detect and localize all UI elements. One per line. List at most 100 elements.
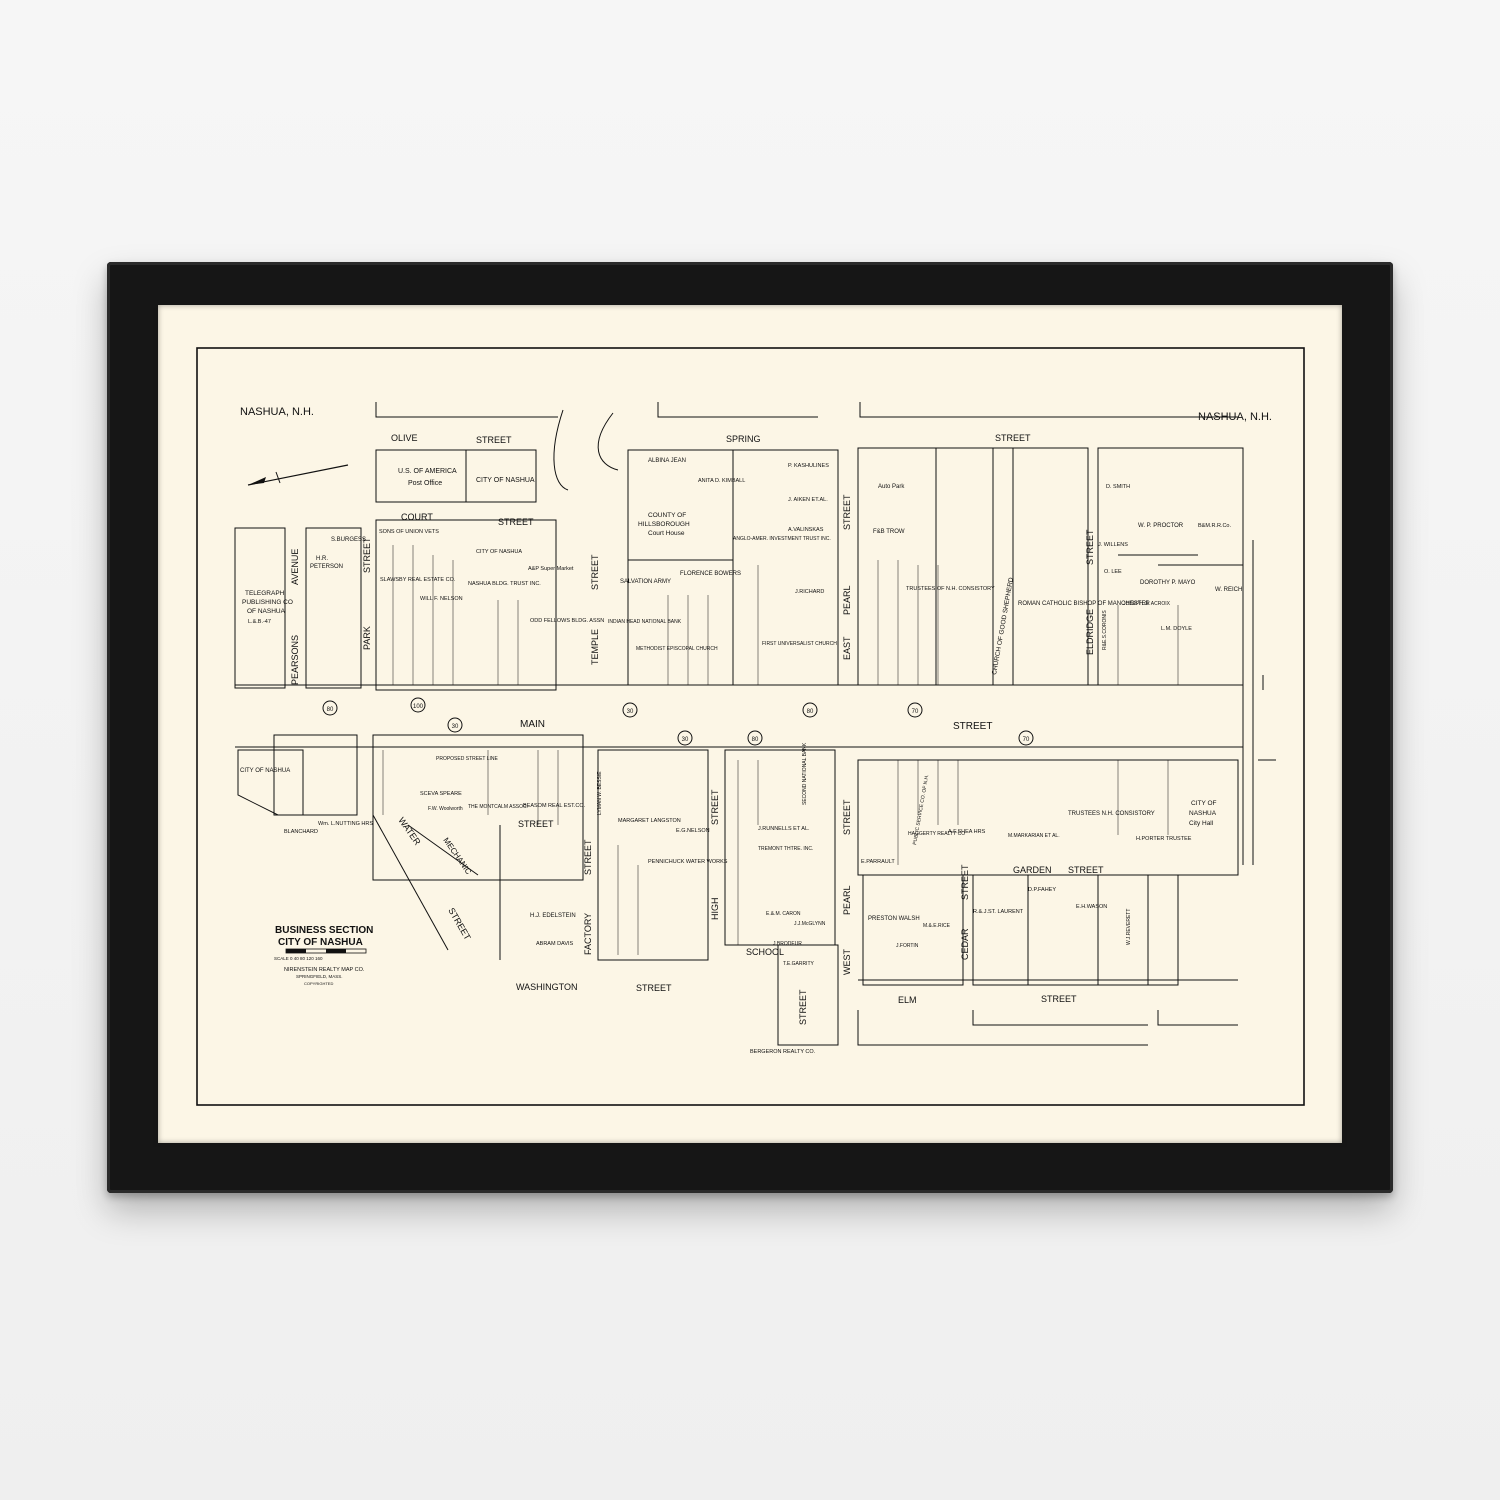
label-corondis: R&E.S.CORONIS [1102, 610, 1108, 650]
street-water-street: STREET [446, 906, 473, 942]
label-hr-peterson-2: PETERSON [310, 564, 343, 570]
street-eldridge: ELDRIDGE [1085, 609, 1095, 655]
label-richard: J.RICHARD [795, 589, 824, 595]
label-telegraph-4: L.&.B.-47 [248, 619, 271, 625]
top-blocks [234, 447, 1244, 691]
label-brodeur: J.BRODEUR [773, 941, 802, 947]
label-kashulines: P. KASHULINES [788, 463, 829, 469]
label-post-office: U.S. OF AMERICA [398, 468, 457, 475]
street-east: EAST [842, 636, 852, 660]
label-salvation: SALVATION ARMY [620, 579, 671, 585]
owner-labels: U.S. OF AMERICA Post Office CITY OF NASH… [240, 458, 1242, 1055]
street-court-street: STREET [498, 517, 534, 527]
label-smith: D. SMITH [1106, 484, 1130, 490]
svg-text:30: 30 [682, 737, 689, 743]
label-proctor: W. P. PROCTOR [1138, 523, 1184, 529]
label-reverett: W.J.REVERETT [1126, 909, 1132, 945]
route-marker: 30 [677, 730, 693, 746]
label-nutting: Wm. L.NUTTING HRS [318, 821, 373, 827]
title-left: NASHUA, N.H. [240, 406, 314, 418]
svg-text:80: 80 [807, 709, 814, 715]
label-wason: E.H.WASON [1076, 904, 1107, 910]
svg-text:80: 80 [752, 737, 759, 743]
label-florence: FLORENCE BOWERS [680, 571, 741, 577]
label-rice: M.&.E.RICE [923, 923, 951, 929]
label-nelson: E.G.NELSON [676, 828, 710, 834]
label-county-2: HILLSBOROUGH [638, 521, 690, 528]
label-trustees-2: TRUSTEES N.H. CONSISTORY [1068, 811, 1155, 817]
route-marker: 100 [410, 697, 426, 713]
label-porter: H.PORTER TRUSTEE [1136, 836, 1192, 842]
label-city-nashua-top: CITY OF NASHUA [476, 477, 535, 484]
street-park: PARK [362, 626, 372, 650]
street-school-street: STREET [798, 989, 808, 1025]
street-washington: WASHINGTON [516, 982, 578, 992]
legend: BUSINESS SECTION CITY OF NASHUA SCALE 0 … [274, 925, 373, 986]
label-telegraph-2: PUBLISHING CO [242, 599, 293, 606]
street-temple: TEMPLE [590, 629, 600, 665]
legend-title-1: BUSINESS SECTION [275, 925, 373, 936]
label-preston: PRESTON WALSH [868, 916, 920, 922]
label-runnells: J.RUNNELLS ET AL. [758, 826, 810, 832]
street-olive: OLIVE [391, 433, 418, 443]
route-marker: 30 [622, 702, 638, 718]
label-city-nashua-2: CITY OF NASHUA [476, 549, 522, 555]
label-indian-head: INDIAN HEAD NATIONAL BANK [608, 619, 682, 625]
route-marker: 80 [802, 702, 818, 718]
route-marker: 80 [322, 700, 338, 716]
bottom-blocks [237, 734, 1239, 1046]
label-langston: MARGARET LANGSTON [618, 818, 681, 824]
label-blanchard: BLANCHARD [284, 829, 318, 835]
svg-text:30: 30 [627, 709, 634, 715]
street-pearsons: PEARSONS [290, 635, 300, 685]
label-aiken: J. AIKEN ET.AL. [788, 497, 828, 503]
street-washington-street: STREET [636, 983, 672, 993]
label-montcalm: THE MONTCALM ASSOC. [468, 804, 528, 810]
street-west: WEST [842, 948, 852, 975]
label-markarian: M.MARKARIAN ET AL. [1008, 833, 1060, 839]
street-spring-street: STREET [995, 433, 1031, 443]
label-mcglynn: J.J.McGLYNN [794, 921, 826, 927]
street-elm-street: STREET [1041, 994, 1077, 1004]
route-marker: 80 [747, 730, 763, 746]
legend-copyright: COPYRIGHTED [304, 981, 333, 986]
label-edelstein: H.J. EDELSTEIN [530, 913, 576, 919]
label-willens: J. WILLENS [1098, 542, 1128, 548]
label-telegraph-3: OF NASHUA [247, 608, 286, 615]
label-tremont: TREMONT THTRE. INC. [758, 846, 813, 852]
label-county-3: Court House [648, 530, 685, 537]
street-high: HIGH [710, 898, 720, 921]
label-caron: E.&.M. CARON [766, 911, 801, 917]
street-cedar-street: STREET [960, 864, 970, 900]
label-reich: W. REICH [1215, 587, 1242, 593]
route-marker: 70 [1018, 730, 1034, 746]
label-beasom: BEASOM REAL EST.CO. [523, 803, 586, 809]
street-lines [235, 402, 1276, 1046]
street-eldridge-street: STREET [1085, 529, 1095, 565]
label-bergeron: BERGERON REALTY CO. [750, 1049, 816, 1055]
street-elm: ELM [898, 995, 917, 1005]
label-garrity: T.E.GARRITY [783, 961, 815, 967]
label-odd-fellows: ODD FELLOWS BLDG. ASSN [530, 618, 604, 624]
street-factory-top: STREET [518, 819, 554, 829]
street-pearl: PEARL [842, 585, 852, 615]
svg-text:30: 30 [452, 724, 459, 730]
label-abram-davis: ABRAM DAVIS [536, 941, 574, 947]
svg-text:100: 100 [413, 704, 424, 710]
street-garden: GARDEN [1013, 865, 1052, 875]
street-spring: SPRING [726, 434, 761, 444]
legend-scale-label: SCALE 0 40 80 120 160 [274, 956, 323, 961]
label-fortin: J.FORTIN [896, 943, 919, 949]
label-bm-rr: B&M.R.R.Co. [1198, 523, 1231, 529]
street-pearl-street: STREET [842, 494, 852, 530]
parcel-texture [382, 545, 1179, 955]
north-arrow [247, 464, 349, 486]
label-bessie: LYMAN W. BESSIE [597, 771, 603, 815]
label-laurent: R.&.J.ST. LAURENT [973, 909, 1024, 915]
street-school: SCHOOL [746, 947, 784, 957]
svg-text:70: 70 [1023, 737, 1030, 743]
label-albina-jean: ALBINA JEAN [648, 458, 686, 464]
label-will-nelson: WILL F. NELSON [420, 596, 463, 602]
route-marker: 30 [447, 717, 463, 733]
svg-text:80: 80 [327, 707, 334, 713]
